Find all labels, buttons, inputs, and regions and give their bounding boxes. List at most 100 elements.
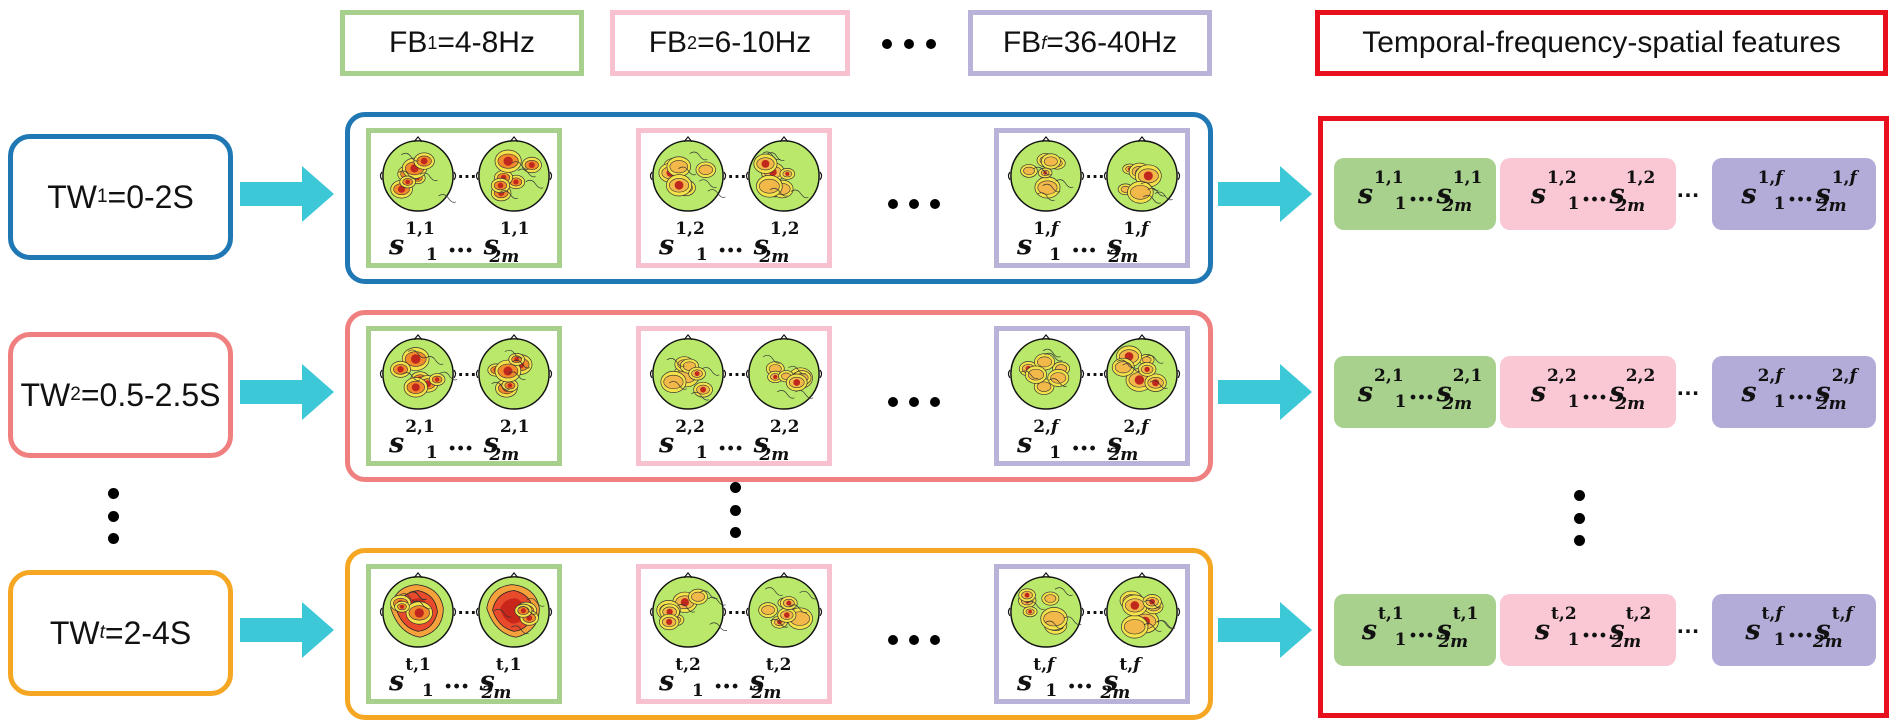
head-topomap-icon [745, 331, 823, 411]
feature-symbol-ellipsis: … [1581, 613, 1608, 644]
band-symbol-ellipsis: … [447, 427, 474, 457]
head-topomap-icon [475, 569, 553, 649]
feature-symbol-first-sup-band: 2 [1564, 365, 1577, 386]
topomap-ellipsis: … [457, 359, 478, 381]
feature-symbol-last-sup-row: 2 [1452, 365, 1465, 386]
feature-symbol-last-sup-comma: , [1460, 603, 1467, 624]
band-symbol-first-sup-comma: , [687, 417, 693, 437]
band-symbol-first-sup-row: 2 [675, 417, 688, 437]
feature-symbol-first-sup-comma: , [1558, 603, 1565, 624]
arrow-right-icon [240, 362, 336, 422]
feature-symbol-ellipsis: … [1581, 177, 1608, 208]
band-row-container [345, 548, 1213, 720]
band-symbol-ellipsis: … [1067, 665, 1094, 695]
feature-symbol-last-sup-row: t [1831, 603, 1840, 624]
band-symbol-last-sup-band: 2 [787, 219, 800, 239]
feature-symbol-first-sup-comma: , [1769, 167, 1776, 188]
fb1-label: FB [389, 26, 428, 59]
band-symbol-last-subscript: 2m [759, 445, 790, 465]
feature-symbol-first-superscript: t,1 [1378, 604, 1404, 624]
feature-symbol-first-s: s [1357, 376, 1374, 408]
head-topomap-icon [379, 133, 457, 213]
band-symbol-ellipsis: … [447, 229, 474, 259]
feature-symbol-last-superscript: 1,1 [1453, 168, 1483, 188]
head-topomap-icon [1007, 331, 1085, 411]
band-symbol-last-sup-band: 1 [517, 219, 530, 239]
head-topomap-icon [1103, 133, 1181, 213]
head-topomap-icon [649, 133, 727, 213]
feature-symbol-last-sup-band: 2 [1643, 167, 1656, 188]
band-symbol-last-superscript: t,1 [496, 655, 522, 675]
band-symbol-last-subscript: 2m [489, 445, 520, 465]
arrow-right-icon [1218, 362, 1314, 422]
time-window-sub: t [99, 622, 105, 643]
band-symbol-last-sup-row: 2 [769, 417, 782, 437]
feature-symbol-first-sup-row: 2 [1374, 365, 1386, 386]
feature-symbol-first-subscript: 1 [1567, 193, 1580, 214]
topomap-ellipsis: … [727, 161, 748, 183]
band-symbol-last-s: s [749, 666, 765, 697]
band-symbol-first-s: s [659, 428, 675, 459]
topomap-ellipsis: … [1085, 161, 1106, 183]
band-symbol-first-sup-comma: , [687, 219, 693, 239]
feature-symbol-first-sup-band: f [1775, 167, 1783, 188]
band-symbol-first-sup-row: t [675, 655, 684, 675]
band-symbol-first-sup-band: 1 [418, 655, 431, 675]
feature-symbol-last-s: s [1815, 376, 1831, 408]
band-symbol-first-sup-band: 2 [688, 655, 701, 675]
window-vertical-ellipsis [106, 488, 120, 544]
arrow-right-icon [1218, 164, 1314, 224]
band-symbol-last-sup-band: f [1141, 219, 1149, 239]
band-symbol-last-superscript: 2,f [1123, 417, 1148, 437]
features-panel [1318, 116, 1889, 718]
band-symbol-first-subscript: 1 [425, 245, 438, 265]
fbf-range: =36-40Hz [1046, 26, 1178, 59]
feature-symbol-last-sup-band: 2 [1639, 603, 1652, 624]
band-symbol-first-sup-row: 1 [675, 219, 688, 239]
band-symbol-ellipsis: … [717, 427, 744, 457]
feature-symbol-first-sup-row: 2 [1547, 365, 1559, 386]
feature-symbol-last-sup-band: 1 [1470, 365, 1483, 386]
band-symbol-last-sup-band: 1 [517, 417, 530, 437]
feature-symbol-last-sup-comma: , [1843, 167, 1850, 188]
feature-symbol-last-subscript: 2m [1816, 393, 1847, 414]
feature-symbol-first-superscript: 2,1 [1374, 366, 1404, 386]
feature-symbol-first-sup-band: 2 [1564, 167, 1577, 188]
fbf-label: FB [1002, 26, 1042, 59]
feature-symbol-last-sup-comma: , [1637, 365, 1644, 386]
feature-symbol-first-subscript: 1 [1773, 629, 1786, 650]
feature-symbol-last-s: s [1436, 614, 1452, 646]
head-topomap-icon [1103, 331, 1181, 411]
feature-symbol-last-sup-band: f [1849, 167, 1857, 188]
band-symbol-first-subscript: 1 [421, 681, 434, 701]
feature-symbol-ellipsis: … [1787, 613, 1814, 644]
feature-symbol-first-sup-band: f [1775, 365, 1783, 386]
feature-symbol-last-sup-band: 2 [1643, 365, 1656, 386]
band-symbol-first-subscript: 1 [691, 681, 704, 701]
